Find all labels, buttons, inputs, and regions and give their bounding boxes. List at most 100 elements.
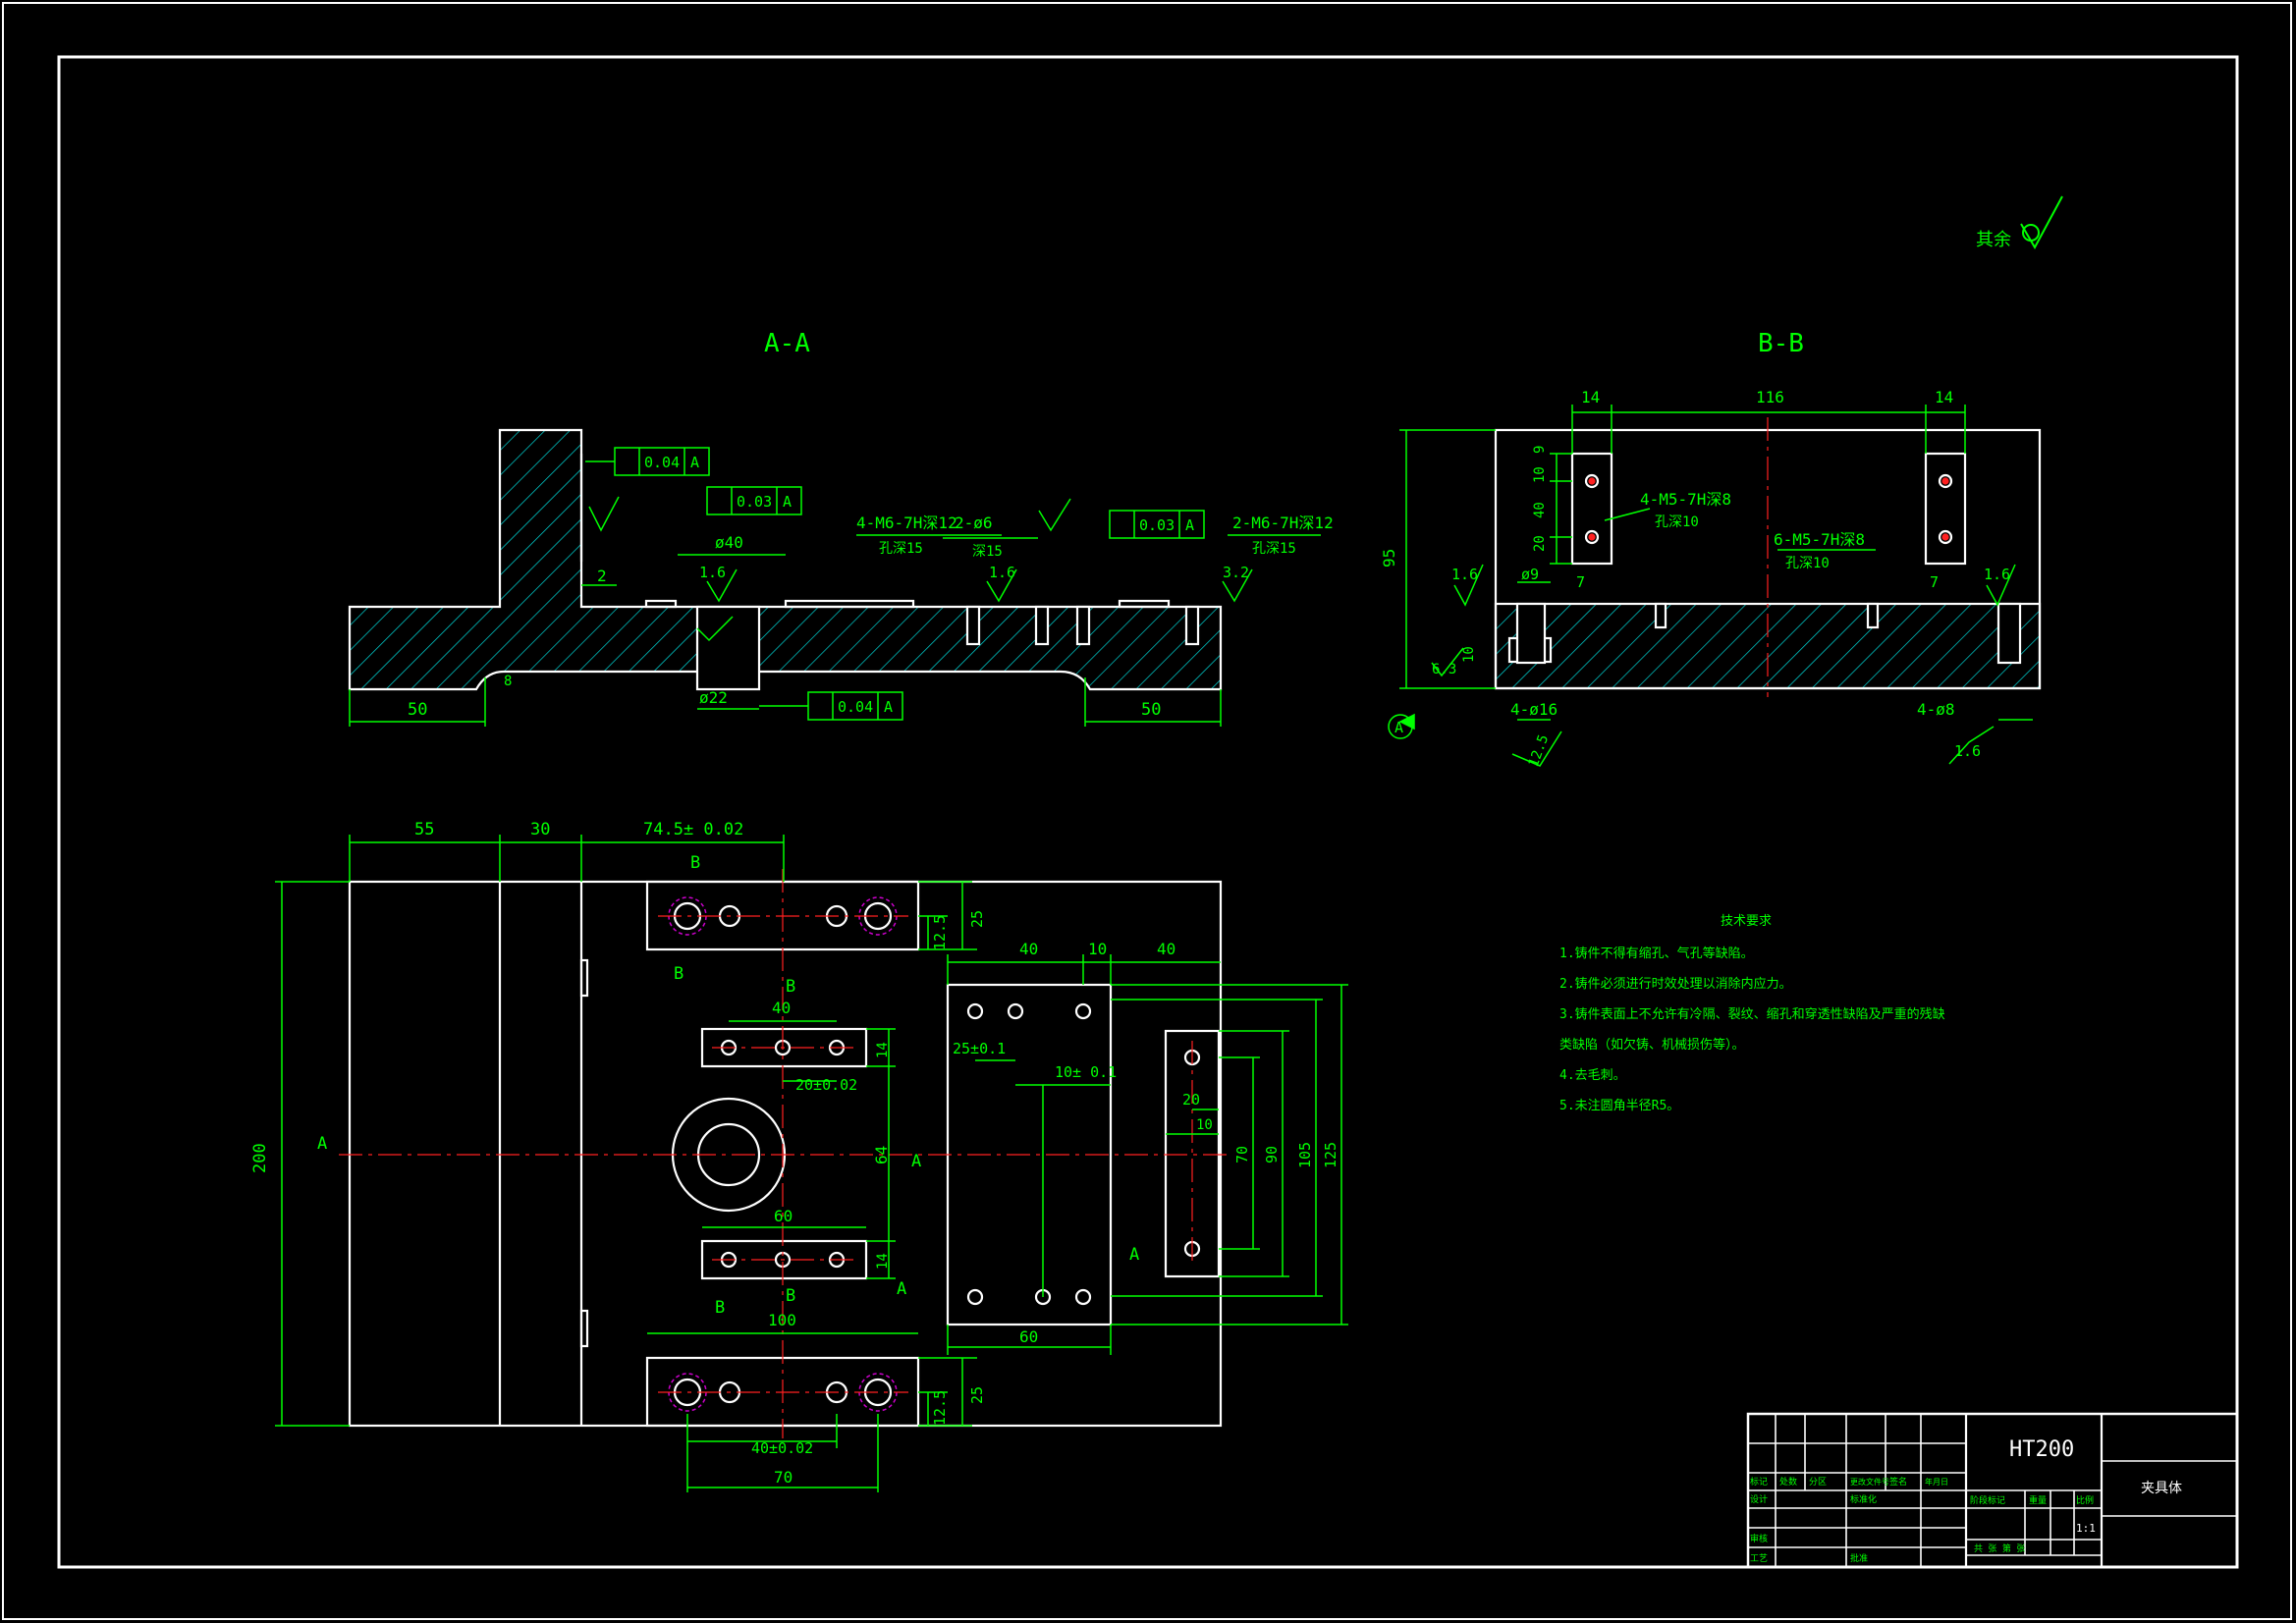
tol-par-1: 0.03: [737, 493, 772, 511]
dim-plan-40a: 40: [772, 999, 791, 1017]
dim-bb-40: 40: [1532, 502, 1548, 518]
tech-item-4: 类缺陷（如欠铸、机械损伤等）。: [1559, 1037, 1745, 1053]
dim-plan-70b: 70: [1233, 1146, 1251, 1163]
plan-centerlines: [339, 869, 1232, 1438]
tb-scale: 比例: [2076, 1494, 2094, 1506]
cut-label-b-low2: B: [786, 1286, 795, 1306]
dim-plan-30: 30: [530, 820, 550, 839]
hole-note-1: 4-M6-7H深12: [856, 514, 957, 532]
title-block: [1746, 1412, 2239, 1569]
section-aa-title: A-A: [764, 329, 810, 358]
cut-label-b-top: B: [690, 853, 700, 873]
dim-plan-70a: 70: [774, 1468, 793, 1487]
bb-hole-1: [1654, 602, 1667, 629]
cut-label-a-right: A: [1129, 1245, 1139, 1265]
recess-mid: [784, 599, 915, 609]
tol-perp-2-datum: A: [884, 698, 893, 716]
hole-note-2: 2-ø6: [955, 514, 993, 532]
cut-label-b-low: B: [715, 1298, 725, 1318]
dim-plan-25a: 25: [968, 910, 986, 928]
dim-plan-200: 200: [250, 1143, 270, 1173]
dim-bb-10b: 10: [1461, 646, 1477, 663]
bore-phi22: [695, 605, 761, 691]
dim-plan-64: 64: [872, 1146, 891, 1164]
section-bb-dimension-lines: [1388, 405, 2033, 767]
section-aa-view: [348, 428, 1223, 691]
roughness-bb-5: 1.6: [1954, 742, 1981, 760]
tb-mark: 标记: [1750, 1476, 1768, 1488]
tol-perp-2: 0.04: [838, 698, 873, 716]
section-aa-outline: [348, 428, 1223, 691]
tol-perp-1-datum: A: [690, 454, 699, 471]
dim-plan-105: 105: [1296, 1142, 1314, 1168]
dim-bb-14a: 14: [1581, 388, 1600, 406]
tb-approve: 批准: [1850, 1552, 1868, 1564]
dim-aa-2: 2: [597, 567, 607, 585]
tol-perp-1: 0.04: [644, 454, 680, 471]
section-bb-title: B-B: [1758, 329, 1804, 358]
roughness-symbol-general: [2020, 195, 2063, 250]
dim-aa-phi40: ø40: [715, 533, 743, 552]
dim-bb-116: 116: [1756, 388, 1784, 406]
section-aa-dimension-lines: [349, 447, 1321, 727]
dim-plan-14b: 14: [875, 1253, 891, 1270]
dim-aa-50-right: 50: [1141, 700, 1161, 720]
roughness-bb-2: 1.6: [1984, 566, 2010, 583]
roughness-aa-1: 1.6: [699, 564, 726, 581]
hole-note-bb-a2: 孔深10: [1655, 514, 1699, 530]
tol-par-1-datum: A: [783, 493, 792, 511]
bb-bore-right: [1996, 602, 2022, 665]
tb-std: 标准化: [1850, 1493, 1877, 1505]
tb-date: 年月日: [1925, 1477, 1948, 1487]
tb-sign: 签名: [1889, 1476, 1907, 1488]
tb-stage: 阶段标记: [1970, 1494, 2005, 1506]
dim-bb-9: 9: [1532, 446, 1548, 454]
dim-aa-phi22: ø22: [699, 688, 728, 707]
tech-item-1: 1.铸件不得有缩孔、气孔等缺陷。: [1559, 946, 1754, 961]
dim-aa-50-left: 50: [408, 700, 427, 720]
dim-aa-8: 8: [504, 674, 512, 689]
dim-bb-10: 10: [1532, 466, 1548, 483]
material-label: HT200: [2009, 1437, 2074, 1462]
tech-requirements: 技术要求 1.铸件不得有缩孔、气孔等缺陷。 2.铸件必须进行时效处理以消除内应力…: [1559, 914, 1945, 1113]
dim-bb-7a: 7: [1576, 573, 1585, 591]
dim-plan-20tol: 20±0.02: [795, 1076, 857, 1094]
roughness-aa-3: 3.2: [1223, 564, 1249, 581]
hole-note-bb-a: 4-M5-7H深8: [1640, 490, 1731, 509]
dim-bb-20: 20: [1532, 535, 1548, 552]
small-hole-1: [965, 605, 981, 646]
plan-view: [348, 880, 1223, 1428]
surface-note-label: 其余: [1976, 230, 2011, 250]
dim-bb-phi9: ø9: [1521, 566, 1539, 583]
roughness-bb-4: 12.5: [1526, 732, 1553, 769]
dim-bb-phi8: 4-ø8: [1917, 700, 1955, 719]
hole-note-1b: 孔深15: [879, 541, 923, 557]
dim-bb-95: 95: [1380, 549, 1398, 568]
part-name: 夹具体: [2141, 1481, 2182, 1496]
tech-title: 技术要求: [1721, 914, 1772, 929]
plate-side: [1164, 1029, 1221, 1278]
roughness-bb-1: 1.6: [1451, 566, 1478, 583]
hole-note-3: 2-M6-7H深12: [1232, 514, 1334, 532]
dim-plan-125: 125: [1322, 1142, 1339, 1168]
datum-a-symbol: A: [1394, 719, 1403, 736]
title-block-labels: 标记 处数 分区 更改文件号 签名 年月日 设计 标准化 审核 工艺 批准 阶段…: [1750, 1437, 2182, 1564]
dim-plan-90: 90: [1263, 1146, 1281, 1163]
cut-label-b-mid: B: [786, 977, 795, 997]
bb-slot-left: [1570, 452, 1613, 566]
dim-plan-20b: 20: [1182, 1091, 1200, 1109]
hole-note-3b: 孔深15: [1252, 541, 1296, 557]
dim-plan-10a: 10: [1088, 940, 1107, 958]
dim-plan-55: 55: [414, 820, 434, 839]
section-bb-centerlines: [1588, 417, 1949, 697]
recess-right: [1118, 599, 1171, 609]
slot-bottom-small: [700, 1239, 868, 1280]
cut-label-b-left: B: [674, 964, 683, 984]
dim-bb-7b: 7: [1930, 573, 1939, 591]
tb-process: 工艺: [1750, 1553, 1768, 1564]
bb-hole-2: [1866, 602, 1880, 629]
dim-bb-14b: 14: [1935, 388, 1953, 406]
dim-plan-60a: 60: [774, 1207, 793, 1225]
hole-note-bb-b: 6-M5-7H深8: [1774, 530, 1865, 549]
